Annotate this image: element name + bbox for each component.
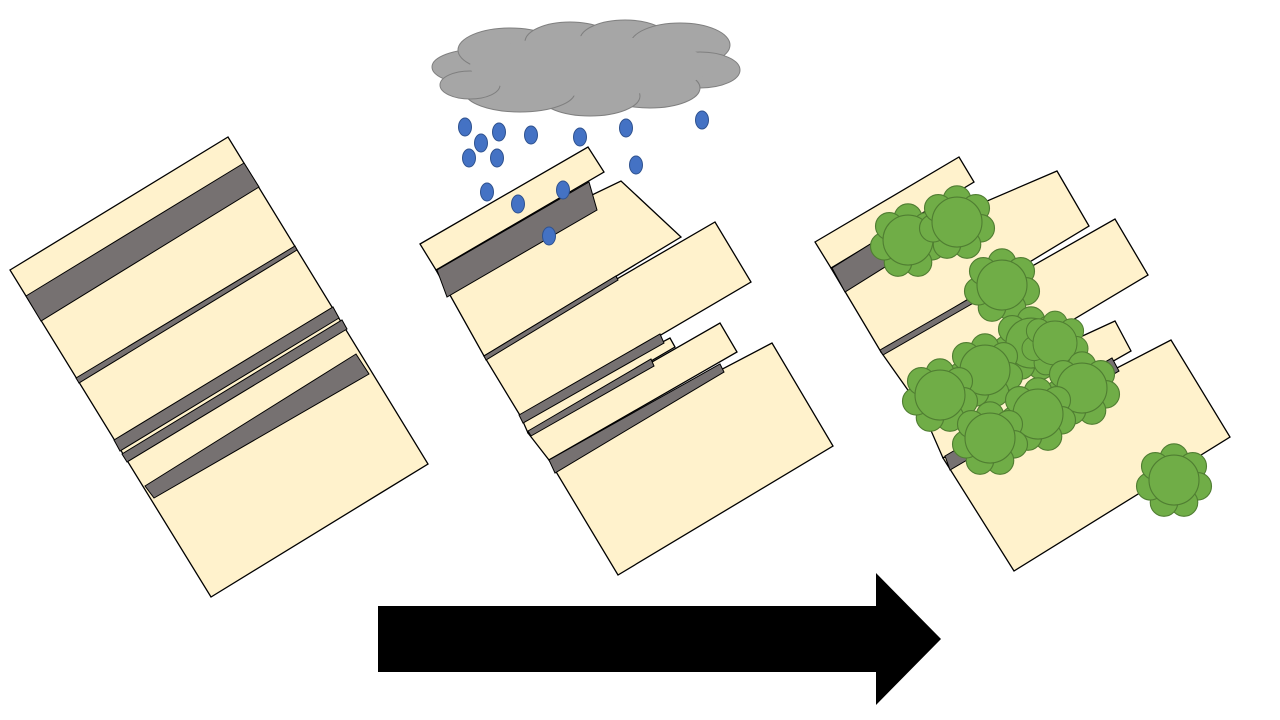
shale-layer bbox=[25, 162, 260, 322]
stage-3-vegetation bbox=[814, 156, 1231, 572]
shale-layer bbox=[548, 363, 725, 474]
shale-layer bbox=[483, 275, 619, 361]
stage-2-weathering bbox=[419, 19, 834, 576]
raindrop-icon bbox=[511, 194, 525, 214]
raindrop-icon bbox=[542, 226, 556, 246]
shrub-icon bbox=[1135, 443, 1213, 517]
stage-1-strata bbox=[9, 136, 429, 598]
shale-layer bbox=[527, 358, 655, 437]
rain-cloud-icon bbox=[431, 19, 741, 117]
shale-layer bbox=[75, 245, 298, 384]
raindrop-icon bbox=[492, 122, 506, 142]
shale-layer bbox=[121, 319, 348, 463]
raindrop-icon bbox=[474, 133, 488, 153]
sandstone-block bbox=[814, 156, 975, 269]
raindrop-icon bbox=[619, 118, 633, 138]
sandstone-block bbox=[527, 322, 738, 461]
shale-layer bbox=[113, 306, 340, 452]
raindrop-icon bbox=[629, 155, 643, 175]
shale-layer bbox=[518, 333, 665, 424]
shale-layer bbox=[436, 181, 598, 298]
raindrop-icon bbox=[556, 180, 570, 200]
shale-layer bbox=[144, 353, 370, 499]
raindrops bbox=[458, 110, 709, 246]
raindrop-icon bbox=[480, 182, 494, 202]
raindrop-icon bbox=[462, 148, 476, 168]
raindrop-icon bbox=[573, 127, 587, 147]
raindrop-icon bbox=[695, 110, 709, 130]
sandstone-block bbox=[483, 221, 752, 418]
raindrop-icon bbox=[458, 117, 472, 137]
raindrop-icon bbox=[524, 125, 538, 145]
raindrop-icon bbox=[490, 148, 504, 168]
right-arrow-icon bbox=[378, 573, 941, 705]
